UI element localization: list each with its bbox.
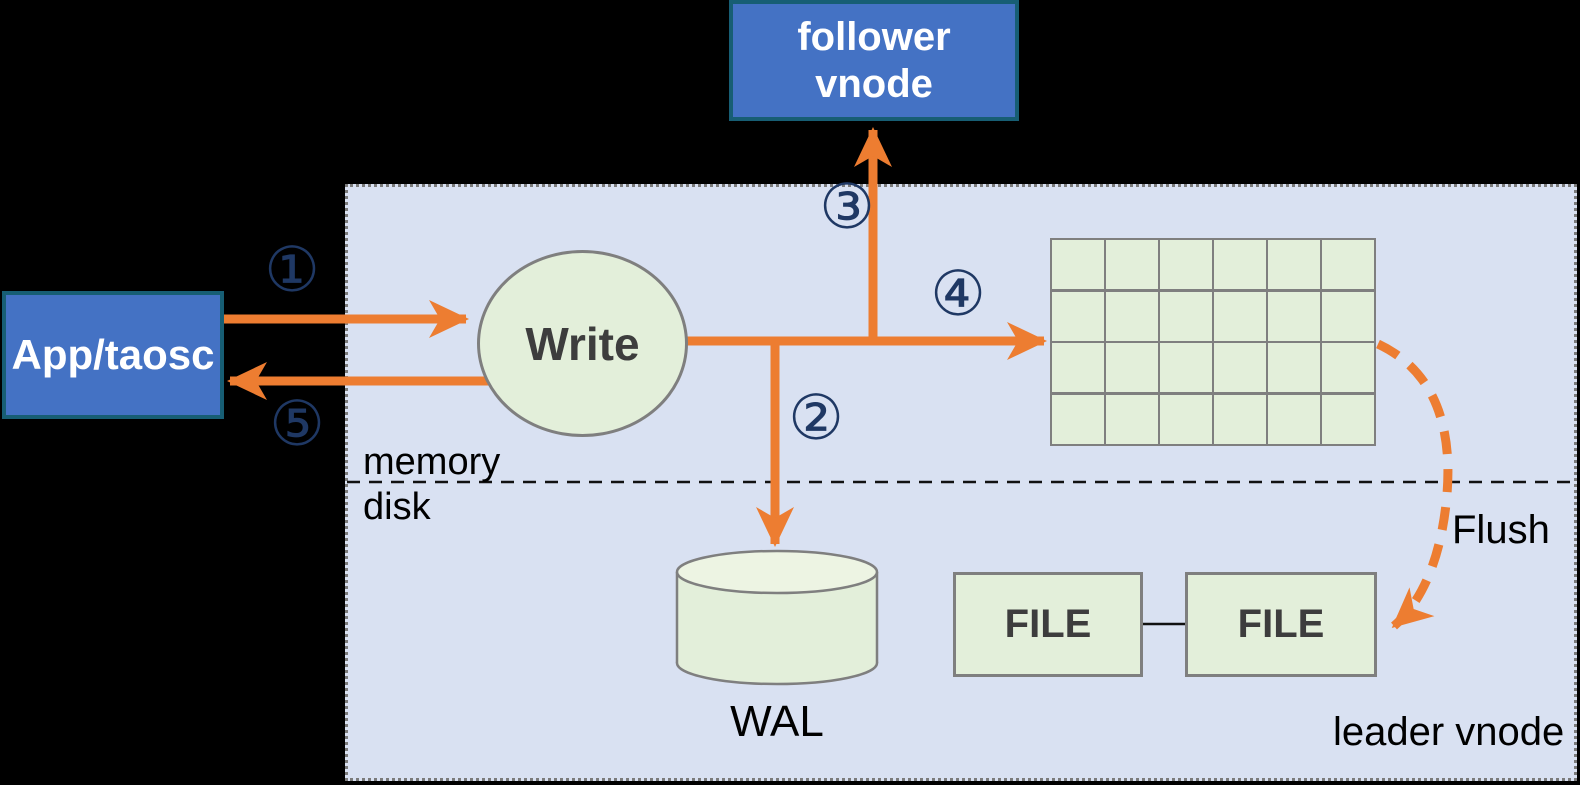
follower-vnode-label-line2: vnode (815, 61, 933, 106)
mem-table-cell (1322, 240, 1374, 290)
mem-table-cell (1214, 343, 1266, 393)
mem-table-cell (1268, 343, 1320, 393)
mem-table-cell (1052, 343, 1104, 393)
mem-table-cell (1160, 291, 1212, 341)
step-3-badge: ③ (819, 170, 875, 243)
flush-label: Flush (1452, 508, 1550, 552)
mem-table-cell (1268, 394, 1320, 444)
write-label: Write (525, 317, 640, 370)
file-box-right: FILE (1185, 572, 1377, 677)
mem-table-cell (1214, 240, 1266, 290)
disk-label: disk (363, 486, 431, 528)
mem-table-cell (1214, 394, 1266, 444)
app-taosc-node: App/taosc (2, 291, 224, 419)
step-4-badge: ④ (930, 257, 986, 330)
mem-table-cell (1160, 394, 1212, 444)
app-taosc-label: App/taosc (11, 331, 215, 378)
follower-vnode-node: follower vnode (729, 0, 1019, 121)
mem-table-cell (1268, 240, 1320, 290)
step-1-badge: ① (264, 233, 320, 306)
mem-table-cell (1106, 291, 1158, 341)
wal-cylinder (675, 549, 879, 686)
mem-table-cell (1322, 394, 1374, 444)
step-2-badge: ② (788, 381, 844, 454)
mem-table-cell (1052, 394, 1104, 444)
arrow-flush (1376, 339, 1453, 630)
file-right-label: FILE (1237, 602, 1325, 646)
write-node: Write (477, 250, 688, 437)
follower-vnode-label-line1: follower (797, 14, 951, 59)
mem-table-cell (1322, 343, 1374, 393)
mem-table-cell (1268, 291, 1320, 341)
mem-table-cell (1160, 343, 1212, 393)
mem-table-cell (1052, 291, 1104, 341)
file-left-label: FILE (1004, 602, 1092, 646)
mem-table-cell (1106, 240, 1158, 290)
mem-table-cell (1106, 394, 1158, 444)
mem-table-cell (1052, 240, 1104, 290)
memory-label: memory (363, 441, 501, 483)
mem-table-cell (1322, 291, 1374, 341)
mem-table-cell (1214, 291, 1266, 341)
mem-table-cell (1106, 343, 1158, 393)
mem-table-cell (1160, 240, 1212, 290)
wal-label: WAL (730, 697, 824, 746)
mem-table (1050, 238, 1376, 446)
file-box-left: FILE (953, 572, 1143, 677)
leader-vnode-label: leader vnode (1333, 710, 1565, 754)
step-5-badge: ⑤ (269, 387, 325, 460)
